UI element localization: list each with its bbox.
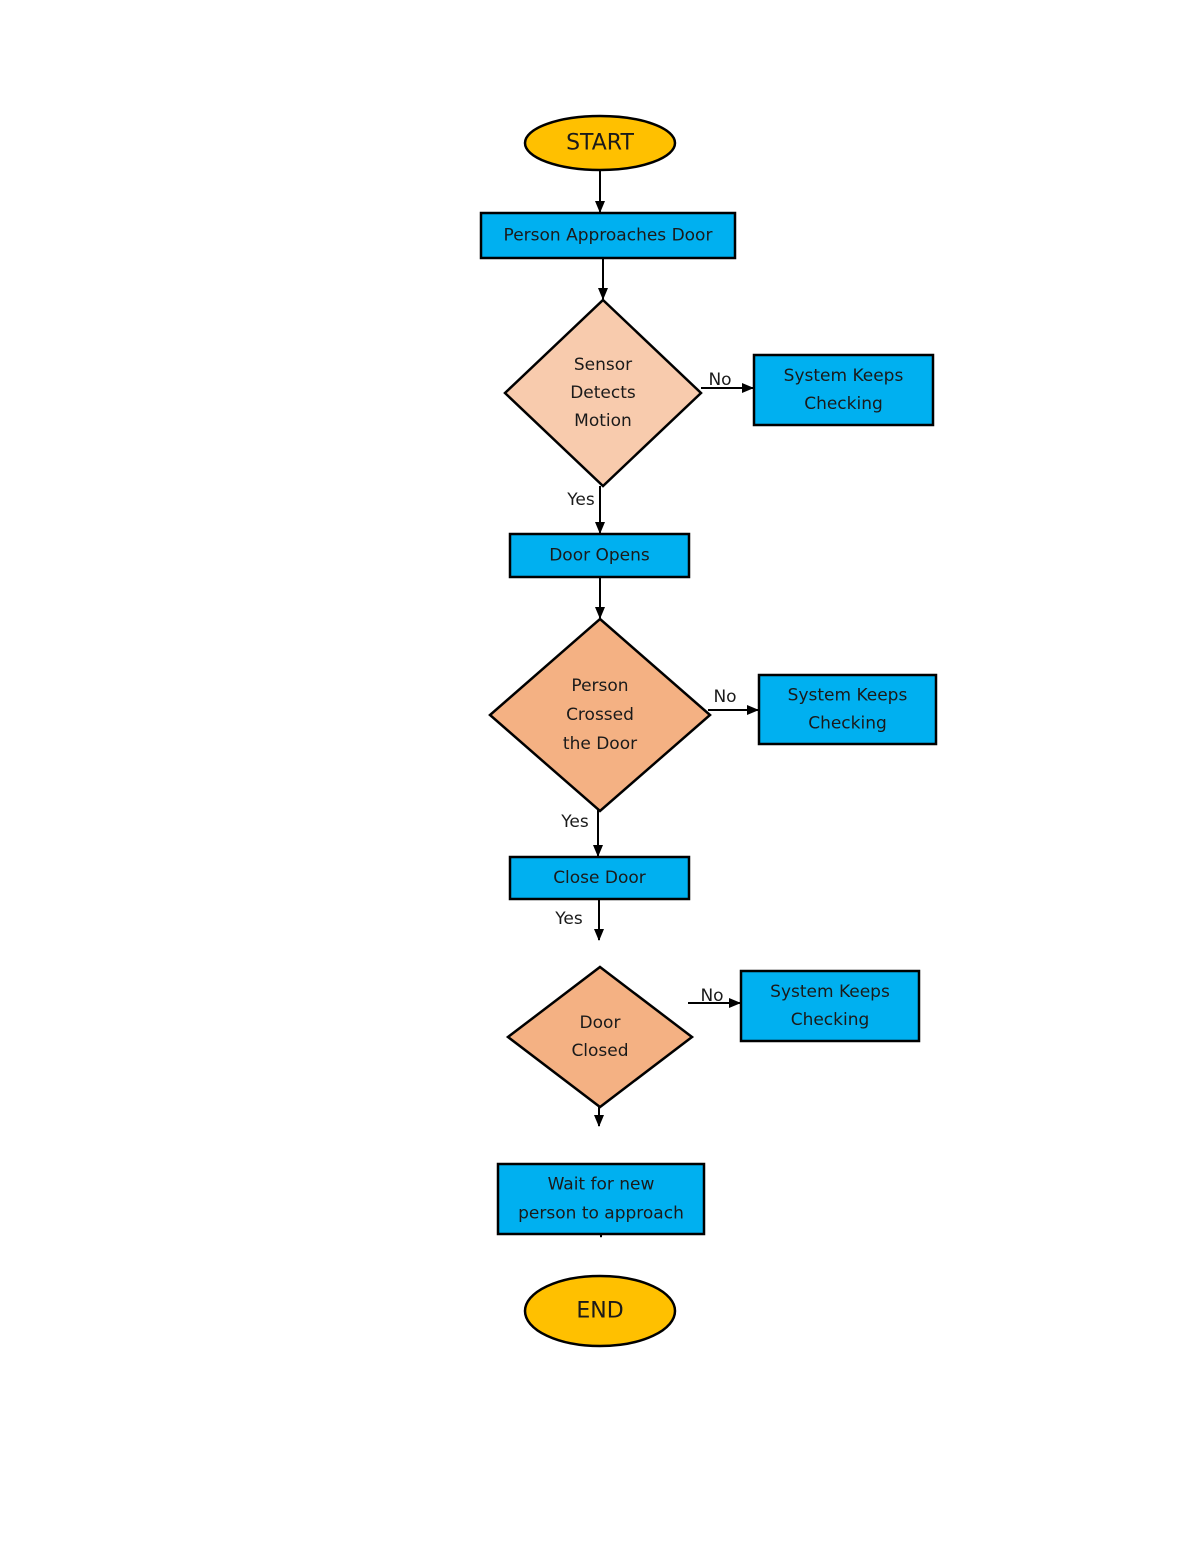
process-shape <box>752 353 935 427</box>
edge-label-yes: Yes <box>554 909 583 929</box>
node-crossed-label-line-1: Person <box>571 676 628 696</box>
edge-sensor_opens: Yes <box>566 486 605 534</box>
node-keep1-label-line-1: System Keeps <box>784 366 904 386</box>
node-wait-label-line-2: person to approach <box>518 1204 684 1224</box>
edge-sensor_keep1: No <box>701 370 754 393</box>
node-close: Close Door <box>508 855 691 901</box>
node-crossed-label-line-2: Crossed <box>566 705 634 725</box>
edge-crossed_keep2: No <box>708 687 759 715</box>
node-sensor-label-line-3: Motion <box>574 411 632 431</box>
node-crossed-label-line-3: the Door <box>563 734 637 754</box>
nodes-layer: START Person Approaches DoorSensorDetects… <box>479 114 938 1348</box>
node-keep2-label-line-2: Checking <box>808 714 887 734</box>
process-shape <box>479 211 737 260</box>
process-shape <box>508 532 691 579</box>
node-keep2-label-line-1: System Keeps <box>788 686 908 706</box>
process-shape <box>508 855 691 901</box>
node-opens-label-line-1: Door Opens <box>549 546 650 566</box>
node-approach: Person Approaches Door <box>479 211 737 260</box>
edge-label-no: No <box>700 986 723 1006</box>
decision-shape <box>505 965 695 1109</box>
decision-shape <box>503 298 703 488</box>
node-close-label-line-1: Close Door <box>553 868 646 888</box>
node-start: START <box>523 114 677 172</box>
decision-shape <box>488 617 712 813</box>
node-approach-label-line-1: Person Approaches Door <box>504 226 713 246</box>
node-end-label-line-1: END <box>576 1299 623 1324</box>
edge-close_closed: Yes <box>554 900 604 941</box>
node-keep3-label-line-1: System Keeps <box>770 982 890 1002</box>
edge-label-no: No <box>708 370 731 390</box>
node-keep1-label-line-2: Checking <box>804 394 883 414</box>
edge-label-yes: Yes <box>566 490 595 510</box>
node-keep3-label-line-2: Checking <box>791 1010 870 1030</box>
process-shape <box>496 1162 706 1236</box>
node-opens: Door Opens <box>508 532 691 579</box>
edge-closed_keep3: No <box>688 986 741 1008</box>
process-shape <box>757 673 938 746</box>
edge-label-no: No <box>713 687 736 707</box>
node-wait-label-line-1: Wait for new <box>548 1175 655 1195</box>
node-closed-label-line-2: Closed <box>571 1041 628 1061</box>
edge-crossed_close: Yes <box>560 808 603 857</box>
node-sensor-label-line-1: Sensor <box>574 355 632 375</box>
terminal-shape <box>523 114 677 172</box>
node-closed-label-line-1: Door <box>580 1013 621 1033</box>
node-start-label-line-1: START <box>566 131 634 156</box>
edge-label-yes: Yes <box>560 812 589 832</box>
node-sensor-label-line-2: Detects <box>570 383 636 403</box>
process-shape <box>739 969 921 1043</box>
node-end: END <box>523 1274 677 1348</box>
node-wait: Wait for new person to approach <box>496 1162 706 1236</box>
terminal-shape <box>523 1274 677 1348</box>
